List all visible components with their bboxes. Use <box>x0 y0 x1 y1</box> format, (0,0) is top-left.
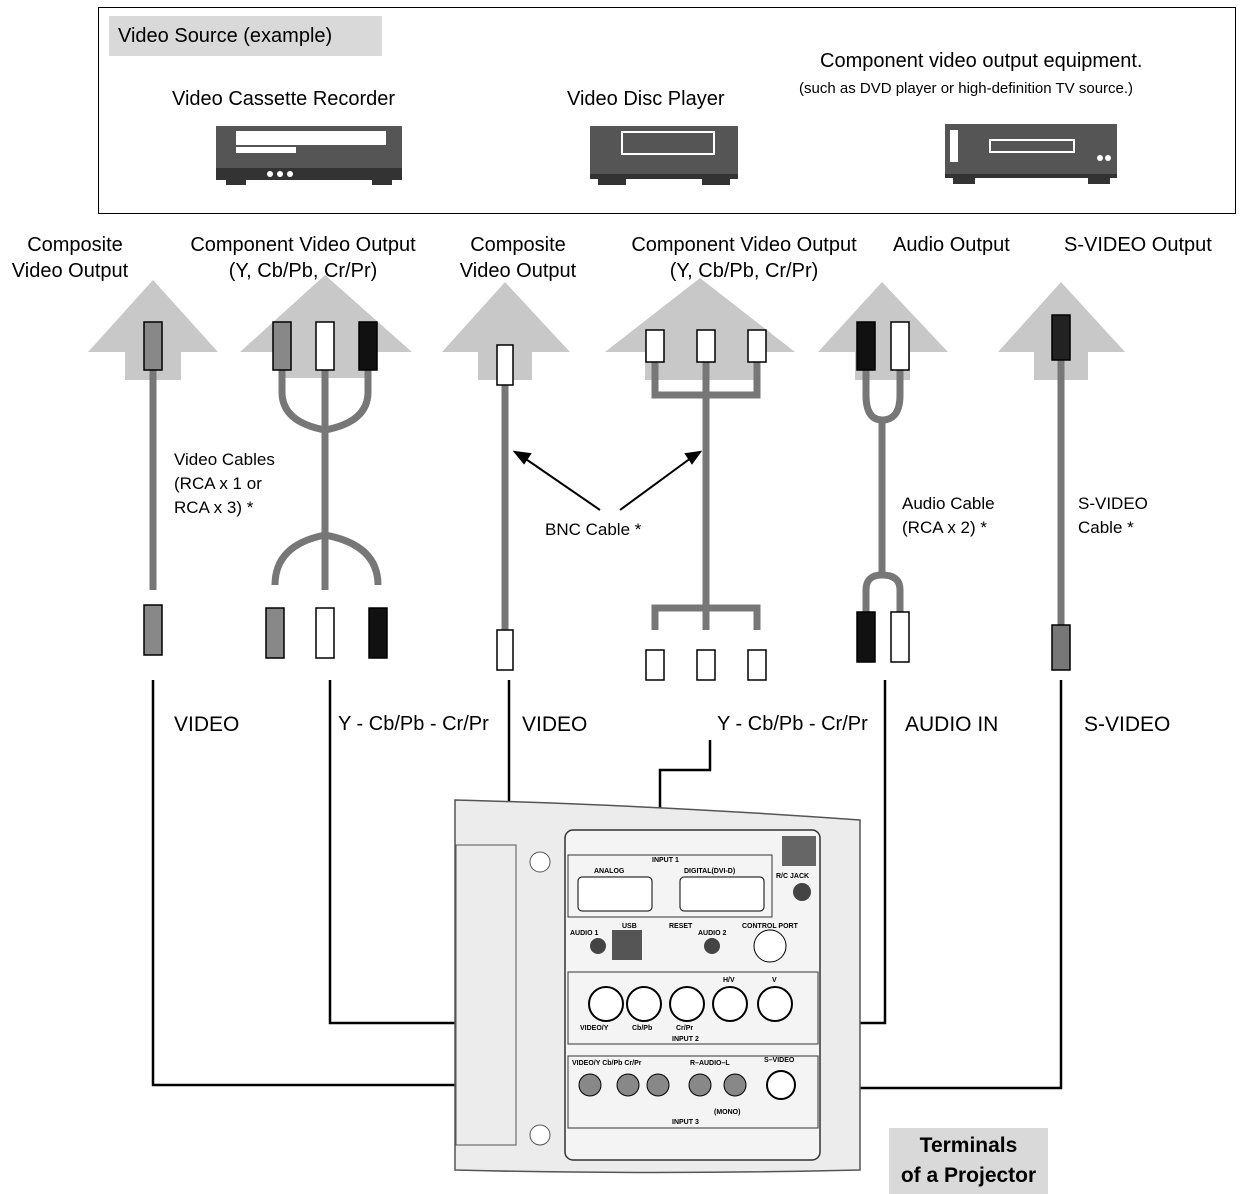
component-equipment-note: (such as DVD player or high-definition T… <box>799 80 1134 97</box>
panel-reset: RESET <box>669 923 693 930</box>
label-composite1: Composite Video Output <box>11 234 129 282</box>
label-bnc-cable: BNC Cable * <box>545 520 642 539</box>
vcr-label: Video Cassette Recorder <box>172 88 396 110</box>
terminal-video1: VIDEO <box>174 713 240 736</box>
terminal-audio-in: AUDIO IN <box>905 713 999 736</box>
arrow-composite2 <box>442 282 570 380</box>
panel-input2: INPUT 2 <box>672 1036 699 1043</box>
panel-mono: (MONO) <box>714 1109 740 1116</box>
panel-usb: USB <box>622 923 637 930</box>
panel-input1: INPUT 1 <box>652 857 679 864</box>
label-composite2: Composite Video Output <box>459 234 577 282</box>
panel-v: V <box>772 977 777 984</box>
projector-terminals-caption: Terminals of a Projector <box>889 1128 1048 1194</box>
terminal-svideo: S-VIDEO <box>1084 713 1171 736</box>
panel-raudiol: R–AUDIO–L <box>690 1060 730 1067</box>
panel-labels: INPUT 1 ANALOG DIGITAL(DVI-D) R/C JACK U… <box>570 857 809 1126</box>
label-svideo-output: S-VIDEO Output <box>1064 234 1212 256</box>
panel-control-port: CONTROL PORT <box>742 923 799 930</box>
video-source-tag: Video Source (example) <box>109 16 382 56</box>
disc-player-label: Video Disc Player <box>567 88 725 110</box>
bnc-pointers <box>512 450 703 511</box>
panel-analog: ANALOG <box>594 868 625 875</box>
panel-digital: DIGITAL(DVI-D) <box>684 868 735 875</box>
vcr-icon <box>216 126 402 185</box>
panel-crpr: Cr/Pr <box>676 1025 693 1032</box>
arrow-audio <box>818 282 948 380</box>
terminal-ycbcr1: Y - Cb/Pb - Cr/Pr <box>338 713 489 735</box>
label-audio-output: Audio Output <box>893 234 1010 256</box>
projector-body <box>454 799 861 1174</box>
component-equipment-label: Component video output equipment. <box>820 50 1143 72</box>
arrow-component2 <box>605 278 795 380</box>
panel-cbpb: Cb/Pb <box>632 1025 652 1032</box>
terminal-video2: VIDEO <box>522 713 588 736</box>
cables <box>149 360 1065 630</box>
plugs-bottom <box>143 604 1071 681</box>
panel-audio1: AUDIO 1 <box>570 930 599 937</box>
plugs-top <box>143 314 1071 386</box>
panel-rc-jack: R/C JACK <box>776 873 809 880</box>
disc-player-icon <box>590 126 738 185</box>
label-svideo-cable: S-VIDEO Cable * <box>1078 494 1148 537</box>
panel-hv: H/V <box>723 977 735 984</box>
output-arrows <box>88 275 1125 380</box>
panel-audio2: AUDIO 2 <box>698 930 727 937</box>
label-component2: Component Video Output (Y, Cb/Pb, Cr/Pr) <box>631 234 857 282</box>
video-source-box <box>98 7 1236 214</box>
panel-in3-labels: VIDEO/Y Cb/Pb Cr/Pr <box>572 1060 642 1067</box>
panel-input3: INPUT 3 <box>672 1119 699 1126</box>
component-equipment-icon <box>945 124 1117 184</box>
label-component1: Component Video Output (Y, Cb/Pb, Cr/Pr) <box>190 234 416 282</box>
panel-s-video: S–VIDEO <box>764 1057 795 1064</box>
panel-videoy: VIDEO/Y <box>580 1025 609 1032</box>
label-audio-cable: Audio Cable (RCA x 2) * <box>902 494 995 537</box>
terminal-ycbcr2: Y - Cb/Pb - Cr/Pr <box>717 713 868 735</box>
label-video-cables: Video Cables (RCA x 1 or RCA x 3) * <box>174 450 275 517</box>
